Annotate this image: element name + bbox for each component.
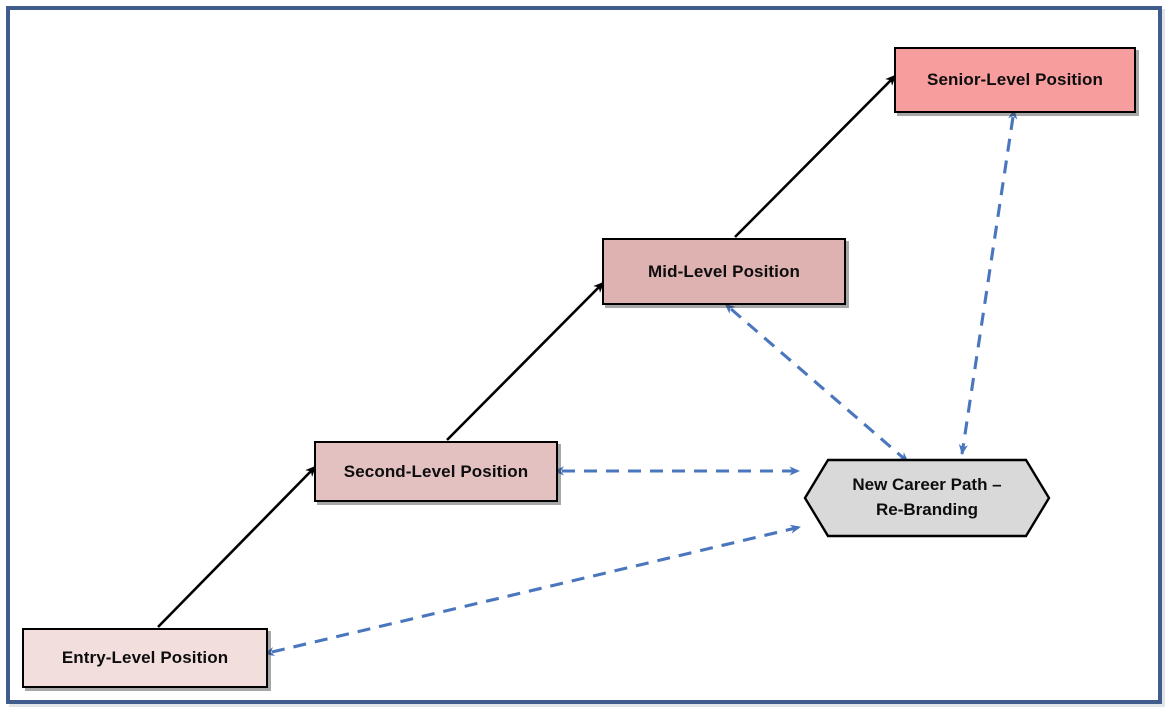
node-label-mid: Mid-Level Position: [648, 261, 800, 281]
node-second-level-position[interactable]: Second-Level Position: [314, 441, 558, 502]
diagram-frame-border: [6, 6, 1162, 704]
node-new-career-path-rebranding[interactable]: New Career Path – Re-Branding: [802, 457, 1052, 539]
node-label-rebrand-line1: New Career Path –: [852, 475, 1002, 495]
node-mid-level-position[interactable]: Mid-Level Position: [602, 238, 846, 305]
node-senior-level-position[interactable]: Senior-Level Position: [894, 47, 1136, 113]
node-label-second: Second-Level Position: [343, 461, 529, 481]
node-label-entry: Entry-Level Position: [61, 648, 229, 668]
node-label-senior: Senior-Level Position: [927, 70, 1103, 90]
node-label-rebrand-line2: Re-Branding: [876, 500, 978, 519]
node-label-rebrand: New Career Path – Re-Branding: [802, 457, 1052, 539]
node-entry-level-position[interactable]: Entry-Level Position: [22, 628, 268, 688]
hexagon-shape: [803, 458, 1051, 538]
